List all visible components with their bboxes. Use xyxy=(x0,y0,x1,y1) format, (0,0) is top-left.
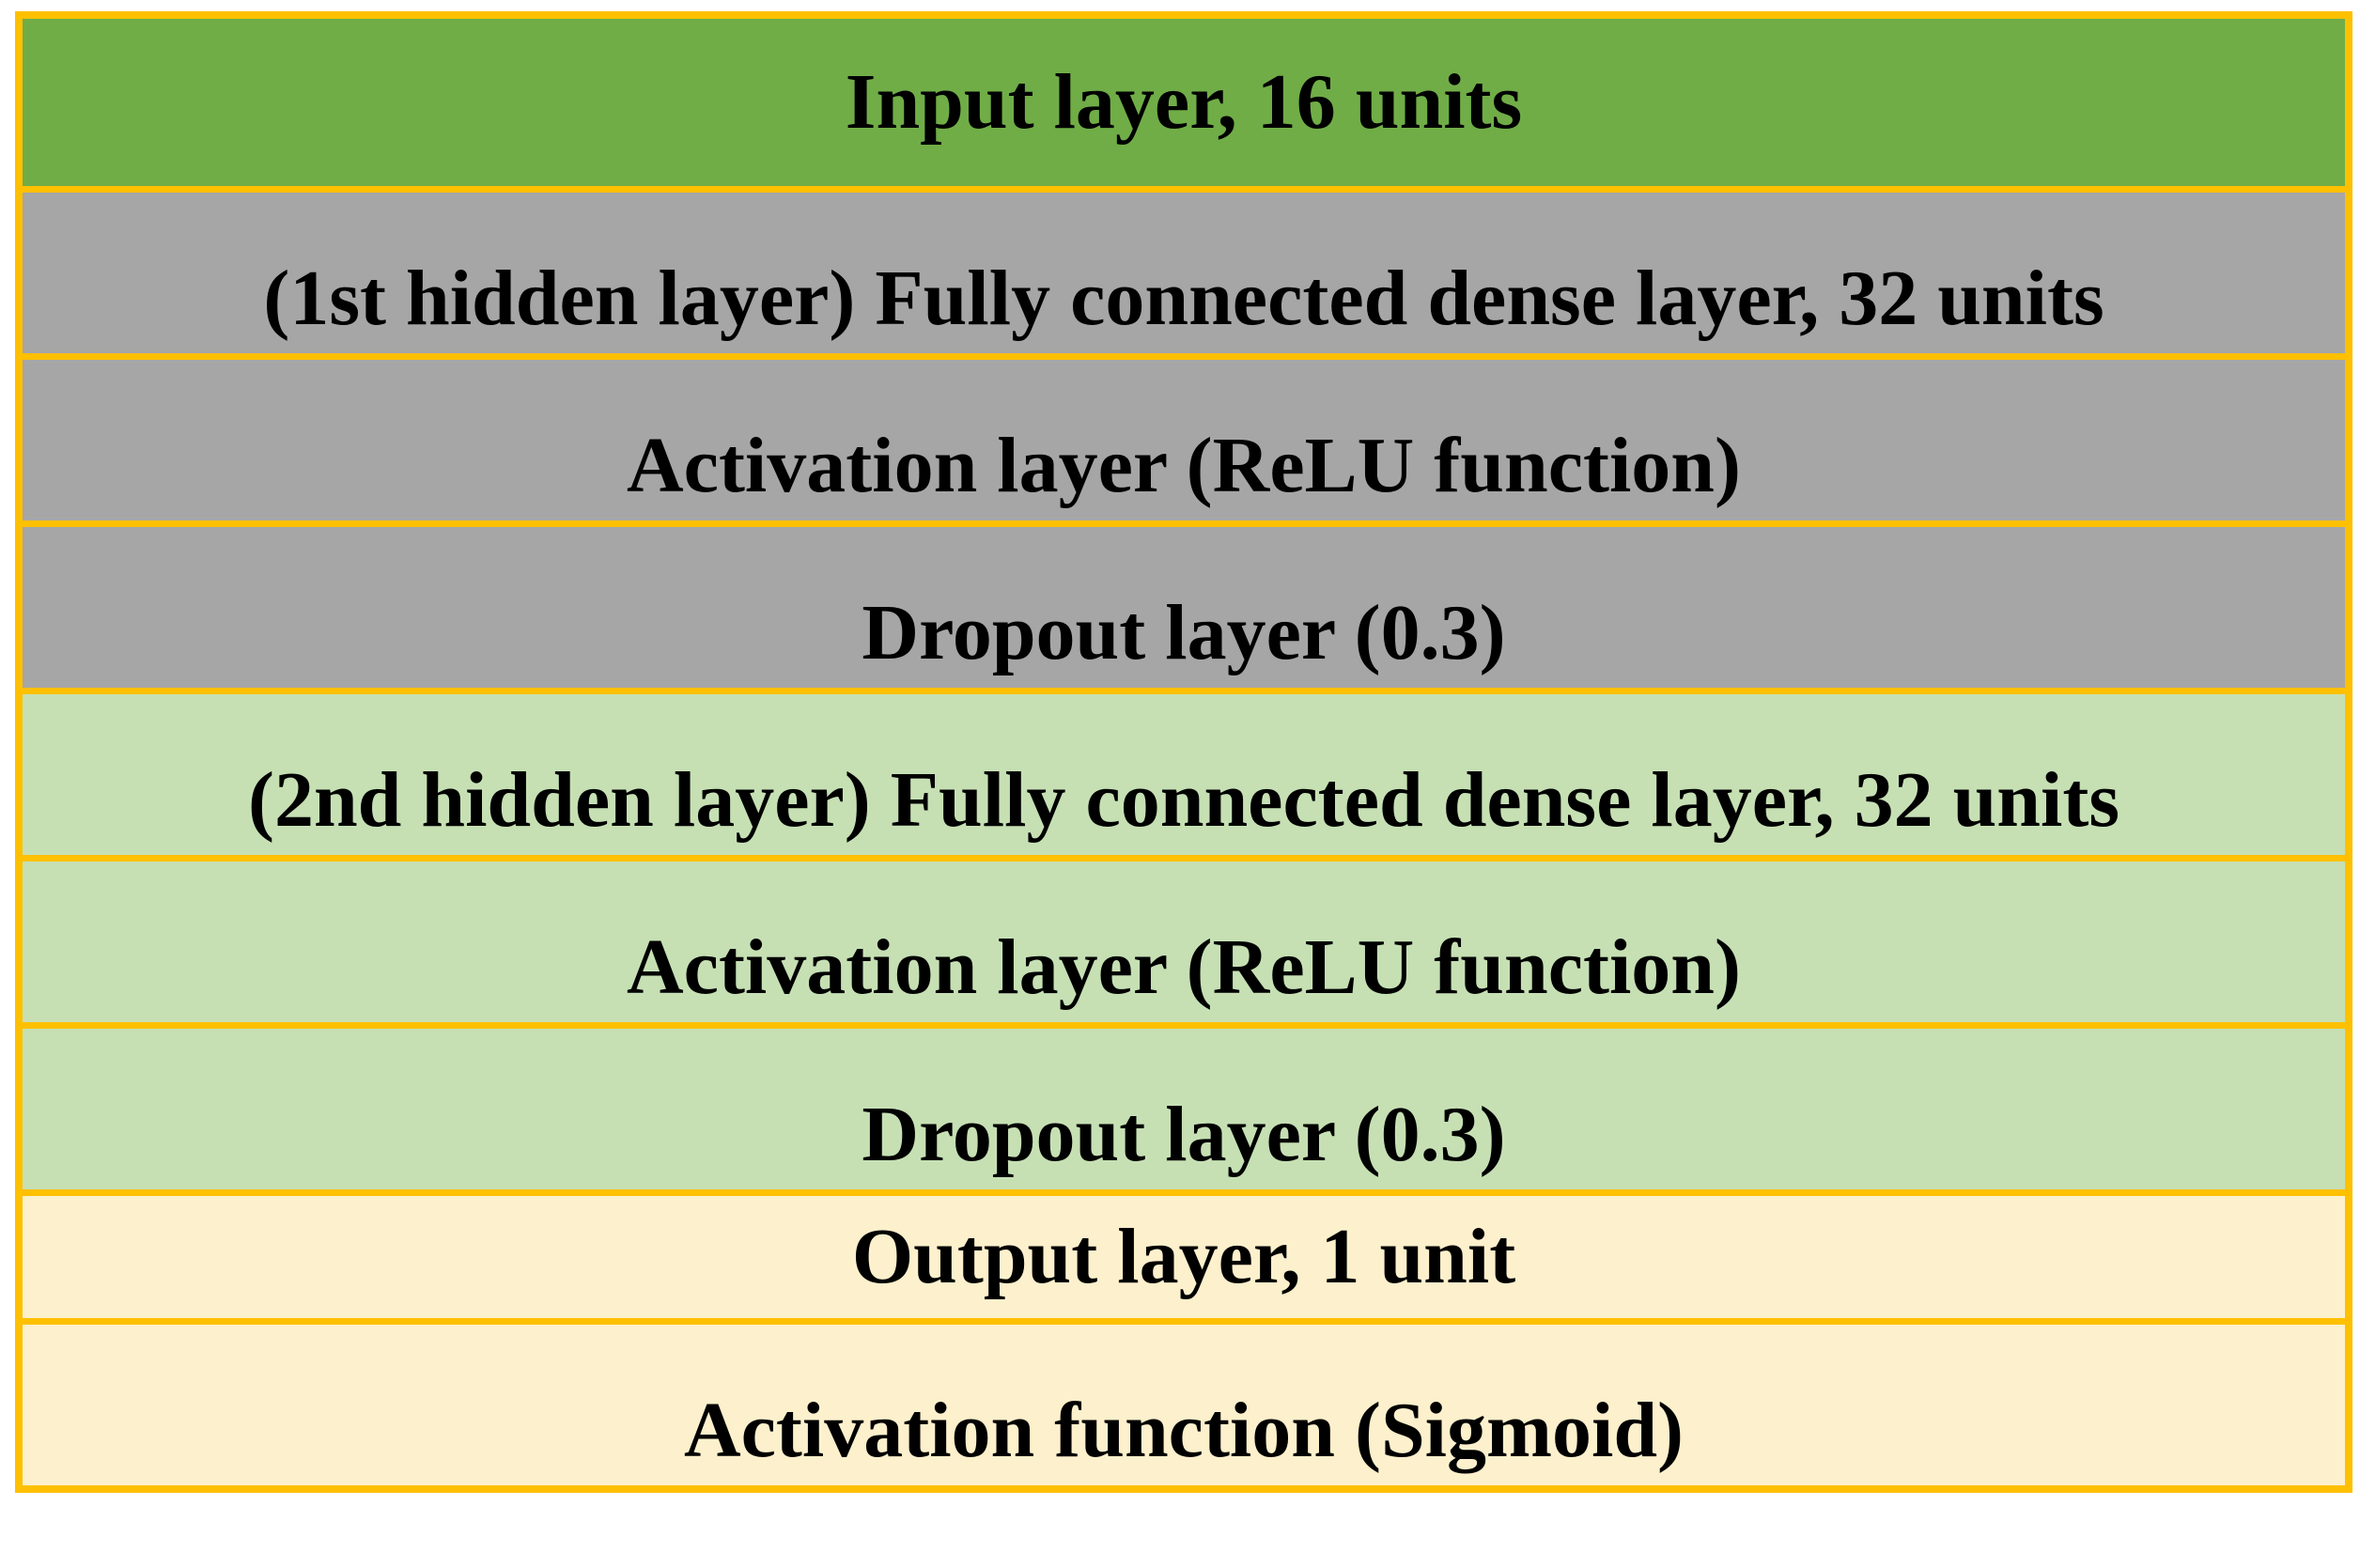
row-output-layer: Output layer, 1 unit xyxy=(23,1189,2345,1318)
row-hidden1-activation: Activation layer (ReLU function) xyxy=(23,353,2345,520)
row-hidden1-dense: (1st hidden layer) Fully connected dense… xyxy=(23,186,2345,353)
input-layer-label: Input layer, 16 units xyxy=(845,58,1523,146)
row-hidden2-dropout: Dropout layer (0.3) xyxy=(23,1022,2345,1189)
row-input-layer: Input layer, 16 units xyxy=(23,19,2345,186)
hidden2-activation-label: Activation layer (ReLU function) xyxy=(627,923,1741,1011)
row-output-activation: Activation function (Sigmoid) xyxy=(23,1318,2345,1485)
nn-architecture-diagram: Input layer, 16 units (1st hidden layer)… xyxy=(15,11,2352,1493)
hidden1-activation-label: Activation layer (ReLU function) xyxy=(627,421,1741,509)
row-hidden1-dropout: Dropout layer (0.3) xyxy=(23,520,2345,688)
hidden1-dropout-label: Dropout layer (0.3) xyxy=(862,588,1506,676)
hidden2-dropout-label: Dropout layer (0.3) xyxy=(862,1090,1506,1178)
output-activation-label: Activation function (Sigmoid) xyxy=(683,1386,1685,1474)
output-layer-label: Output layer, 1 unit xyxy=(851,1213,1516,1300)
row-hidden2-dense: (2nd hidden layer) Fully connected dense… xyxy=(23,688,2345,855)
hidden2-dense-label: (2nd hidden layer) Fully connected dense… xyxy=(247,755,2120,844)
row-hidden2-activation: Activation layer (ReLU function) xyxy=(23,855,2345,1022)
hidden1-dense-label: (1st hidden layer) Fully connected dense… xyxy=(263,254,2104,342)
